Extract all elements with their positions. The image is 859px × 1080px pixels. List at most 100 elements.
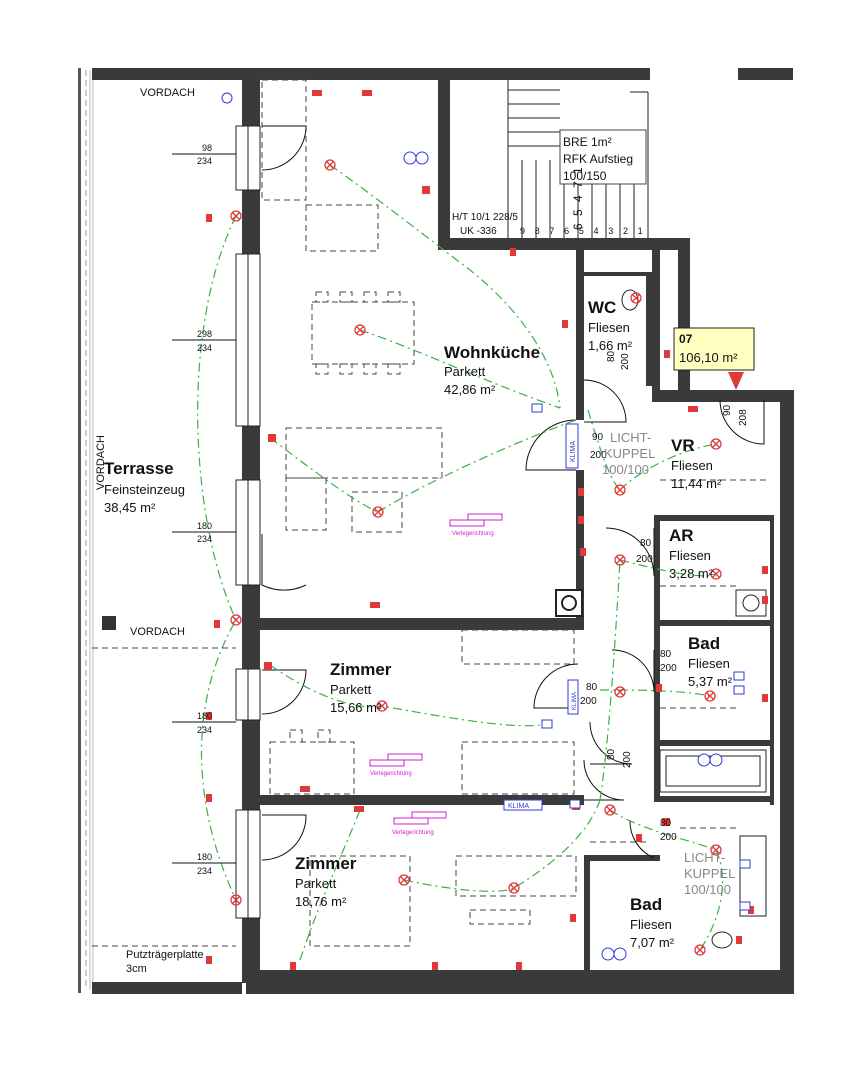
- door-width-6: 80: [606, 748, 617, 760]
- stair-info-5: UK -336: [460, 226, 497, 237]
- room-name-ar: AR: [669, 526, 694, 545]
- light-icon: [630, 292, 642, 304]
- room-area-zimmer-1: 15,66 m²: [330, 700, 382, 715]
- room-area-terrasse: 38,45 m²: [104, 500, 156, 515]
- room-name-bad-1: Bad: [688, 634, 720, 653]
- door-width-2: 80: [640, 538, 652, 549]
- room-floor-terrasse: Feinsteinzeug: [104, 482, 185, 497]
- floor-direction-markers: Verlegerichtung Verlegerichtung Verleger…: [369, 513, 503, 836]
- vordach-label-top: VORDACH: [140, 87, 195, 99]
- light-icon: [710, 568, 722, 580]
- light-icon: [704, 690, 716, 702]
- light-icon: [614, 554, 626, 566]
- room-name-wc: WC: [588, 298, 616, 317]
- door-height-3: 200: [660, 663, 677, 674]
- door-width-7: 90: [722, 404, 733, 416]
- light-icon: [398, 874, 410, 886]
- opening-height-2: 234: [197, 343, 212, 353]
- putztraeger-label-1: Putzträgerplatte: [126, 949, 204, 961]
- room-ar: AR Fliesen 3,28 m²: [669, 526, 714, 581]
- room-name-zimmer-2: Zimmer: [295, 854, 357, 873]
- light-icon: [324, 159, 336, 171]
- room-vr: VR Fliesen 11,44 m²: [671, 436, 722, 491]
- opening-width-1: 98: [202, 143, 212, 153]
- door-height-4: 200: [580, 696, 597, 707]
- room-bad-1: Bad Fliesen 5,37 m²: [688, 634, 733, 689]
- klima-label-1: KLIMA: [570, 441, 577, 462]
- door-height-2: 200: [636, 554, 653, 565]
- room-wc: WC Fliesen 1,66 m²: [588, 298, 633, 353]
- stair-info-4: H/T 10/1 228/5: [452, 212, 518, 223]
- room-area-bad-1: 5,37 m²: [688, 674, 733, 689]
- entry-arrow-icon: [728, 372, 744, 390]
- opening-height-3: 234: [197, 534, 212, 544]
- unit-number: 07: [679, 332, 693, 346]
- room-floor-zimmer-2: Parkett: [295, 876, 337, 891]
- room-terrasse: Terrasse Feinsteinzeug 38,45 m²: [104, 459, 185, 515]
- room-name-terrasse: Terrasse: [104, 459, 174, 478]
- walls: [78, 68, 794, 994]
- door-width-5: 80: [606, 350, 617, 362]
- outlets: [206, 90, 768, 970]
- room-area-wc: 1,66 m²: [588, 338, 633, 353]
- room-floor-wc: Fliesen: [588, 320, 630, 335]
- stair-info-2: RFK Aufstieg: [563, 152, 633, 166]
- light-icon: [354, 324, 366, 336]
- light-icon: [614, 484, 626, 496]
- room-area-zimmer-2: 18,76 m²: [295, 894, 347, 909]
- light-icon: [694, 944, 706, 956]
- unit-tag: [673, 327, 755, 371]
- lichtkuppel-2-line1: LICHT-: [684, 850, 725, 865]
- vordach-label-mid: VORDACH: [130, 626, 185, 638]
- opening-width-3: 180: [197, 521, 212, 531]
- light-icon: [508, 882, 520, 894]
- doors: [261, 125, 765, 861]
- door-width-4: 80: [586, 682, 598, 693]
- door-height-5: 200: [620, 353, 631, 370]
- room-floor-vr: Fliesen: [671, 458, 713, 473]
- room-name-zimmer-1: Zimmer: [330, 660, 392, 679]
- light-icon: [710, 438, 722, 450]
- room-zimmer-1: Zimmer Parkett 15,66 m²: [330, 660, 392, 715]
- room-area-vr: 11,44 m²: [671, 476, 722, 491]
- stair-info-3: 100/150: [563, 169, 607, 183]
- door-width-3: 80: [660, 649, 672, 660]
- room-floor-wohnkueche: Parkett: [444, 364, 486, 379]
- opening-height-1: 234: [197, 156, 212, 166]
- furniture-outlines: [261, 79, 770, 949]
- devices: KLIMA KLIMA KLIMA: [403, 151, 751, 961]
- light-icon: [710, 844, 722, 856]
- klima-label-3: KLIMA: [508, 803, 529, 810]
- room-bad-2: Bad Fliesen 7,07 m²: [630, 895, 675, 950]
- door-dimensions: 90 200 80 200 80 200 80 200 80 200 80 20…: [580, 350, 749, 843]
- unit-area: 106,10 m²: [679, 350, 738, 365]
- room-area-wohnkueche: 42,86 m²: [444, 382, 496, 397]
- room-zimmer-2: Zimmer Parkett 18,76 m²: [295, 854, 357, 909]
- door-width-8: 80: [660, 818, 672, 829]
- room-name-wohnkueche: Wohnküche: [444, 343, 540, 362]
- door-height-7: 208: [738, 409, 749, 426]
- lichtkuppel-2-line2: KUPPEL: [684, 866, 735, 881]
- terrace-marker: [102, 616, 116, 630]
- room-area-bad-2: 7,07 m²: [630, 935, 675, 950]
- light-icon: [604, 804, 616, 816]
- door-height-1: 200: [590, 450, 607, 461]
- verlege-label-3: Verlegerichtung: [392, 830, 434, 836]
- opening-width-5: 180: [197, 852, 212, 862]
- stair-info-1: BRE 1m²: [563, 135, 612, 149]
- opening-height-4: 234: [197, 725, 212, 735]
- light-icon: [614, 686, 626, 698]
- door-height-6: 200: [622, 751, 633, 768]
- room-name-vr: VR: [671, 436, 695, 455]
- lichtkuppel-1-line2: KUPPEL: [604, 446, 655, 461]
- terrace-hatch: [85, 70, 94, 990]
- door-width-1: 90: [592, 432, 604, 443]
- klima-label-2: KLIMA: [572, 692, 578, 710]
- opening-width-2: 298: [197, 329, 212, 339]
- stair-step-numbers: 9 8 7 6 5 4 3 2 1: [520, 226, 646, 236]
- room-wohnkueche: Wohnküche Parkett 42,86 m²: [444, 343, 540, 397]
- room-name-bad-2: Bad: [630, 895, 662, 914]
- verlege-label-1: Verlegerichtung: [452, 531, 494, 537]
- opening-width-4: 180: [197, 711, 212, 721]
